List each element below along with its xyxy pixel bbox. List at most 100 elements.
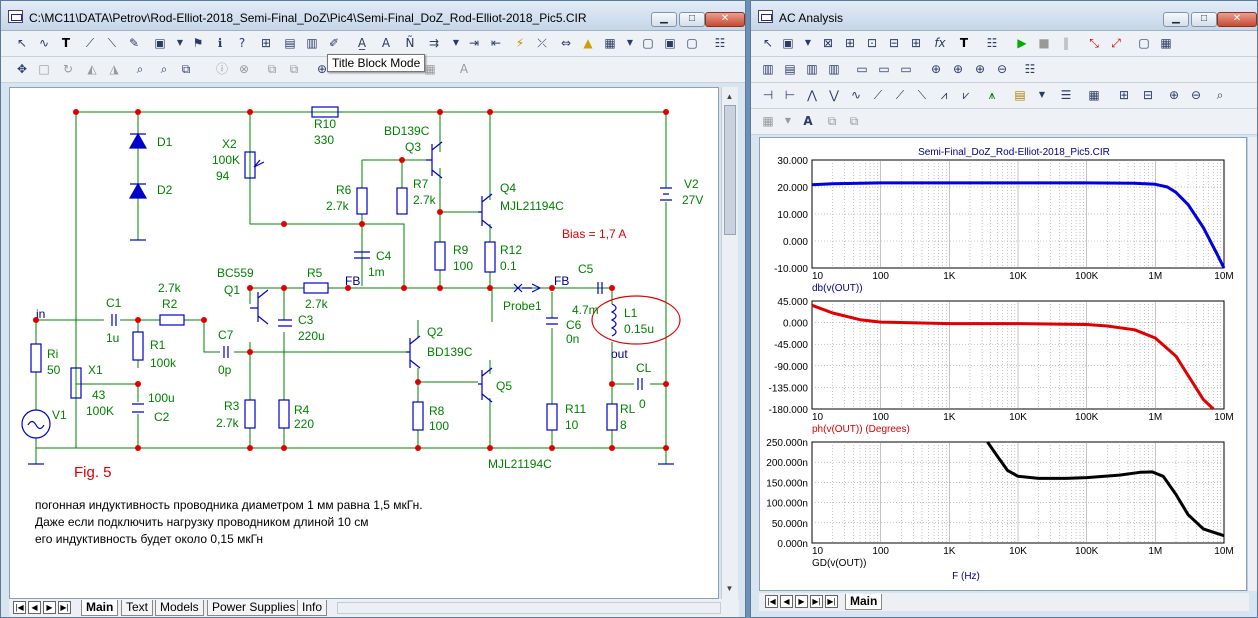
- zoom-y-icon[interactable]: ⊕: [974, 62, 986, 76]
- analysis-tab-main[interactable]: Main: [845, 594, 883, 610]
- wire-mode-icon[interactable]: ∿: [38, 36, 50, 50]
- align-6-icon[interactable]: ▭: [878, 62, 890, 76]
- component-icon[interactable]: ▣: [782, 36, 794, 50]
- zoom-in-icon[interactable]: ⊕: [316, 62, 328, 76]
- zoom-x-icon[interactable]: ⊕: [952, 62, 964, 76]
- maximize-button[interactable]: □: [679, 12, 705, 27]
- probe-icon[interactable]: ⤫: [537, 36, 547, 50]
- fit-icon[interactable]: ⊞: [1118, 88, 1130, 102]
- wire-draw-icon[interactable]: ⟋: [85, 36, 95, 50]
- zoom-fit-icon[interactable]: ⌕: [1216, 88, 1224, 102]
- zoom-in-icon[interactable]: ⊕: [1168, 88, 1180, 102]
- align-1-icon[interactable]: ▥: [762, 62, 774, 76]
- cursor-valley-icon[interactable]: ⊢: [784, 88, 796, 102]
- delta-icon[interactable]: ⇔: [560, 36, 572, 50]
- analysis-tab-prev-icon[interactable]: ◀: [780, 595, 793, 608]
- select-mode-icon[interactable]: ↖: [762, 36, 774, 50]
- align-4-icon[interactable]: ▥: [828, 62, 840, 76]
- align-2-icon[interactable]: ▤: [784, 62, 796, 76]
- calc-icon[interactable]: ▦: [1088, 88, 1100, 102]
- grid-icon[interactable]: ▦: [1160, 36, 1172, 50]
- align-3-icon[interactable]: ▥: [806, 62, 818, 76]
- text-mode-icon[interactable]: T: [959, 36, 969, 50]
- page-frame-icon[interactable]: ▢: [1138, 36, 1150, 50]
- tab-first-icon[interactable]: |◀: [13, 601, 26, 614]
- cursor-global-high-icon[interactable]: ⟋: [895, 88, 905, 102]
- diagonal-wire-icon[interactable]: ⟍: [107, 36, 117, 50]
- move-icon[interactable]: ✥: [16, 62, 28, 76]
- minimize-button[interactable]: ▁: [651, 12, 677, 27]
- title-block-icon[interactable]: ✐: [328, 36, 340, 50]
- list-icon[interactable]: ☰: [1060, 88, 1072, 102]
- scroll-thumb[interactable]: [724, 105, 736, 235]
- cursor-reset-icon[interactable]: ⤢: [1111, 36, 1121, 50]
- properties-icon[interactable]: ☷: [986, 36, 998, 50]
- dropdown-arrow-icon[interactable]: ▼: [626, 38, 634, 47]
- analysis-minimize-button[interactable]: ▁: [1163, 12, 1189, 27]
- attr-text-icon[interactable]: A̲: [357, 36, 367, 50]
- cursor-global-low-icon[interactable]: ⟍: [917, 88, 927, 102]
- page-icon[interactable]: ▢: [642, 36, 654, 50]
- cursor-high-icon[interactable]: ⋀: [807, 88, 817, 102]
- scroll-up-icon[interactable]: ▲: [725, 92, 734, 101]
- dropdown-arrow-icon[interactable]: ▼: [176, 38, 184, 47]
- info-icon[interactable]: ℹ: [217, 36, 223, 50]
- tab-last-icon[interactable]: ▶|: [58, 601, 71, 614]
- help-icon[interactable]: ?: [238, 36, 246, 50]
- component-icon[interactable]: ▣: [154, 36, 166, 50]
- page-border-icon[interactable]: ▣: [664, 36, 676, 50]
- run-icon[interactable]: ▶: [1017, 36, 1027, 50]
- properties-icon[interactable]: ☷: [714, 36, 726, 50]
- pin-marker-icon[interactable]: ⇤: [490, 36, 502, 50]
- warning-icon[interactable]: ▲: [583, 36, 593, 50]
- grid-text-icon[interactable]: ▤: [284, 36, 296, 50]
- graph-edit-icon[interactable]: ⊟: [888, 36, 900, 50]
- scale-icon[interactable]: ⊠: [822, 36, 834, 50]
- cursor-peak-icon[interactable]: ⊣: [762, 88, 774, 102]
- page-frame-icon[interactable]: ▢: [686, 36, 698, 50]
- select-mode-icon[interactable]: ↖: [16, 36, 28, 50]
- fit-vert-icon[interactable]: ⊟: [1142, 88, 1154, 102]
- tab-text[interactable]: Text: [121, 600, 154, 616]
- analysis-tab-next-icon[interactable]: ▶: [795, 595, 808, 608]
- cursor-mode-icon[interactable]: ⤡: [1089, 36, 1099, 50]
- tab-main[interactable]: Main: [81, 600, 119, 616]
- analysis-tab-more-icon[interactable]: ▶|: [825, 595, 838, 608]
- graph-icon[interactable]: ⊡: [866, 36, 878, 50]
- zoom-out-icon[interactable]: ⊖: [1190, 88, 1202, 102]
- bring-front-icon[interactable]: ⧉: [181, 62, 191, 76]
- cursor-top-icon[interactable]: ⩘: [940, 88, 948, 102]
- fx-icon[interactable]: fx: [934, 36, 946, 50]
- cursor-bottom-icon[interactable]: ⩗: [962, 88, 970, 102]
- dropdown-arrow-icon[interactable]: ▼: [804, 38, 812, 47]
- cursor-slope-icon[interactable]: ⟋: [873, 88, 883, 102]
- tab-power-supplies[interactable]: Power Supplies: [207, 600, 301, 616]
- pin-names-icon[interactable]: ▥: [306, 36, 318, 50]
- list-edit-icon[interactable]: ☷: [1024, 62, 1036, 76]
- analysis-maximize-button[interactable]: □: [1191, 12, 1217, 27]
- cursor-fill-icon[interactable]: ⩚: [988, 88, 996, 102]
- node-number-icon[interactable]: ⊞: [260, 36, 272, 50]
- node-voltage-icon[interactable]: Ñ: [405, 36, 415, 50]
- schematic-hscroll[interactable]: [337, 602, 721, 614]
- scroll-down-icon[interactable]: ▼: [725, 584, 734, 593]
- text-mode-icon[interactable]: T: [61, 36, 71, 50]
- scale-box-icon[interactable]: ⊞: [844, 36, 856, 50]
- flag-icon[interactable]: ⚑: [192, 36, 204, 50]
- grid-icon[interactable]: ▦: [604, 36, 616, 50]
- tab-prev-icon[interactable]: ◀: [28, 601, 41, 614]
- graph-text-icon[interactable]: ⊞: [910, 36, 922, 50]
- analysis-tab-last-icon[interactable]: ▶|: [810, 595, 823, 608]
- tab-info[interactable]: Info: [297, 600, 328, 616]
- cursor-inflection-icon[interactable]: ∿: [850, 88, 862, 102]
- flash-icon[interactable]: ⚡: [515, 36, 525, 50]
- zoom-find-icon[interactable]: ⌕: [160, 62, 168, 76]
- schematic-vertical-scrollbar[interactable]: ▲ ▼: [721, 87, 738, 599]
- clipboard-icon[interactable]: ▤: [1014, 88, 1026, 102]
- align-5-icon[interactable]: ▭: [856, 62, 868, 76]
- dropdown-arrow-icon[interactable]: ▼: [452, 38, 460, 47]
- dropdown-arrow-icon[interactable]: ▼: [1038, 90, 1046, 99]
- tab-models[interactable]: Models: [155, 600, 204, 616]
- plot-area[interactable]: Semi-Final_DoZ_Rod-Elliot-2018_Pic5.CIR …: [759, 137, 1247, 591]
- tab-next-icon[interactable]: ▶: [43, 601, 56, 614]
